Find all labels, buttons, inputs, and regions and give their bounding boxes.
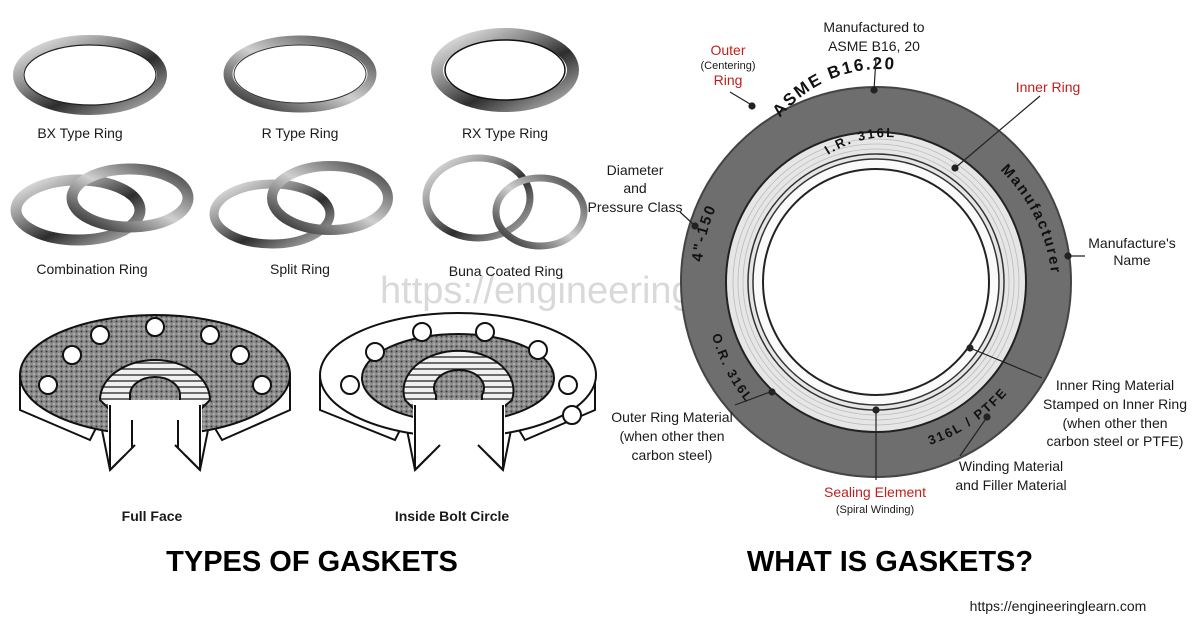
callout-manufactured-line1: Manufactured to [823,19,924,35]
title-what-is-gaskets: WHAT IS GASKETS? [747,546,1033,578]
callout-diameter-line3: Pressure Class [588,199,683,215]
callout-inner-material-line3: (when other then [1062,415,1167,431]
ring-label-rx: RX Type Ring [462,125,548,141]
split-ring-image [209,161,393,249]
callout-outer-ring-sub: (Centering) [700,60,755,72]
callout-diameter-line2: and [623,180,646,196]
ring-label-split: Split Ring [270,261,330,277]
callout-inner-material-line2: Stamped on Inner Ring [1043,396,1187,412]
callout-outer-material-line1: Outer Ring Material [611,409,732,425]
inside-bolt-circle-gasket-image [319,312,597,473]
buna-coated-ring-image [422,154,588,250]
ring-label-r: R Type Ring [262,125,339,141]
callout-outer-ring-line1: Outer [710,42,745,58]
callout-sealing-element: Sealing Element [824,484,926,500]
callout-diameter-line1: Diameter [607,162,664,178]
callout-inner-ring: Inner Ring [1016,79,1081,95]
callout-inner-material-line1: Inner Ring Material [1056,377,1174,393]
callout-winding-line2: and Filler Material [955,477,1066,493]
combination-ring-image [10,163,194,246]
ring-label-bx: BX Type Ring [37,125,122,141]
callout-sealing-sub: (Spiral Winding) [836,504,914,516]
callout-mfr-name-line2: Name [1113,252,1151,268]
bx-type-ring-image [13,35,167,115]
callout-winding-line1: Winding Material [959,458,1063,474]
callout-inner-material-line4: carbon steel or PTFE) [1047,433,1184,449]
callout-outer-material-line3: carbon steel) [632,447,713,463]
flange-label-full-face: Full Face [122,508,183,524]
r-type-ring-image [223,35,377,113]
full-face-gasket-image [19,314,291,473]
title-types-of-gaskets: TYPES OF GASKETS [166,546,458,578]
ring-label-buna: Buna Coated Ring [449,263,563,279]
flange-label-inside-bolt: Inside Bolt Circle [395,508,510,524]
callout-manufactured-line2: ASME B16, 20 [828,38,920,54]
callout-outer-material-line2: (when other then [619,428,724,444]
callout-outer-ring-line2: Ring [714,72,743,88]
footer-url[interactable]: https://engineeringlearn.com [970,598,1147,614]
rx-type-ring-image [431,28,579,112]
ring-label-combination: Combination Ring [36,261,147,277]
spiral-wound-gasket-diagram: ASME B16.20 I.R. 316L 4"-150 Manufacture… [680,54,1072,478]
callout-mfr-name-line1: Manufacture's [1088,235,1176,251]
callout-leaders [679,57,1085,480]
